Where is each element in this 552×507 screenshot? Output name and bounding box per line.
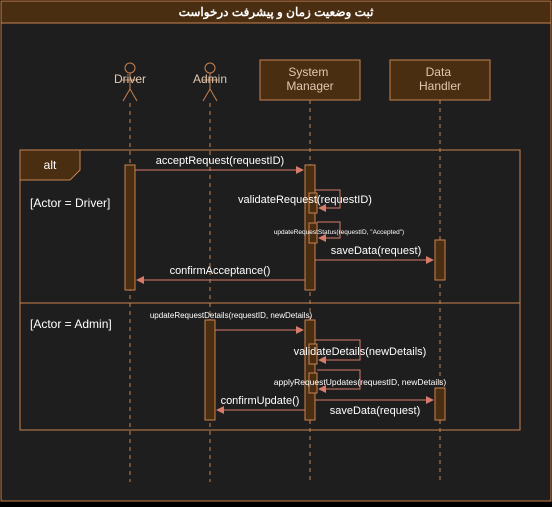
alt-operator-label: alt xyxy=(44,158,57,172)
message-accept-request-label: acceptRequest(requestID) xyxy=(156,155,284,167)
participant-system-manager-box xyxy=(259,59,361,101)
activation-data-2 xyxy=(434,387,446,421)
activation-system-2-nested-b xyxy=(308,372,318,394)
activation-driver xyxy=(124,164,136,291)
guard-driver: [Actor = Driver] xyxy=(30,196,110,210)
message-validate-request-label: validateRequest(requestID) xyxy=(238,194,372,206)
participant-data-handler-label: Data Handler xyxy=(419,65,461,93)
message-save-data-2-label: saveData(request) xyxy=(330,405,421,417)
alt-fragment xyxy=(19,149,521,431)
participant-data-handler-box xyxy=(389,59,491,101)
message-apply-request-updates-arrow xyxy=(317,369,361,393)
message-validate-details-label: validateDetails(newDetails) xyxy=(294,346,427,358)
diagram-title: ثبت وضعیت زمان و پیشرفت درخواست xyxy=(179,5,374,20)
activation-system-2-nested-a xyxy=(308,343,318,365)
participant-driver-label: Driver xyxy=(114,72,146,86)
participant-system-manager-label: System Manager xyxy=(286,65,333,93)
message-confirm-acceptance-label: confirmAcceptance() xyxy=(170,265,271,277)
participant-admin-label: Admin xyxy=(193,72,227,86)
message-update-request-status-label: updateRequestStatus(requestID, "Accepted… xyxy=(274,229,404,236)
message-update-request-details-label: updateRequestDetails(requestID, newDetai… xyxy=(150,311,313,320)
alt-operator-tab xyxy=(19,149,81,181)
activation-system-2 xyxy=(304,319,316,421)
actor-driver-icon xyxy=(122,62,138,102)
activation-admin xyxy=(204,319,216,421)
activation-system-1-nested-b xyxy=(308,222,318,244)
message-update-request-status-arrow xyxy=(317,221,341,242)
title-bar xyxy=(0,0,552,24)
message-save-data-1-label: saveData(request) xyxy=(331,245,422,257)
guard-admin: [Actor = Admin] xyxy=(30,317,112,331)
activation-data-1 xyxy=(434,239,446,281)
actor-admin-icon xyxy=(202,62,218,102)
message-apply-request-updates-label: applyRequestUpdates(requestID, newDetail… xyxy=(274,377,447,387)
message-validate-details-arrow xyxy=(315,339,361,364)
message-confirm-update-label: confirmUpdate() xyxy=(221,395,300,407)
message-validate-request-arrow xyxy=(315,189,341,212)
activation-system-1-nested-a xyxy=(308,192,318,214)
